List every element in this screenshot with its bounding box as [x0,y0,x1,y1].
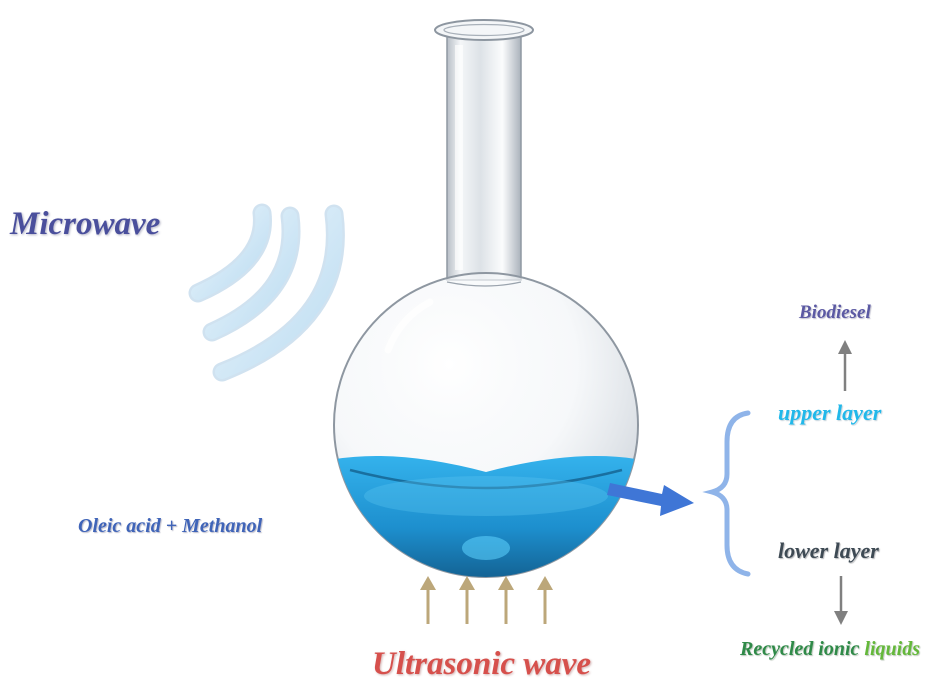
ultrasonic-wave-label: Ultrasonic wave [372,646,592,682]
up-arrow-icon [459,576,475,624]
biodiesel-label: Biodiesel [799,302,871,323]
recycled-ionic-liquids-label: Recycled ionic liquids [740,638,920,661]
microwave-waves-icon [188,203,345,382]
flask-liquid [334,456,638,577]
up-gray-arrow-icon [838,340,852,391]
upper-layer-label: upper layer [778,400,882,425]
reactants-label: Oleic acid + Methanol [78,515,263,537]
lower-layer-label: lower layer [778,538,879,563]
up-arrow-icon [498,576,514,624]
ultrasonic-arrows [420,576,553,624]
right-arrow-icon [607,483,694,516]
up-arrow-icon [537,576,553,624]
down-gray-arrow-icon [834,576,848,625]
curly-brace-icon [702,410,751,577]
round-bottom-flask-icon [333,19,639,578]
recycled-label-part1: Recycled ionic [740,638,860,660]
microwave-label: Microwave [10,206,161,242]
recycled-label-part2: liquids [864,638,920,660]
up-arrow-icon [420,576,436,624]
